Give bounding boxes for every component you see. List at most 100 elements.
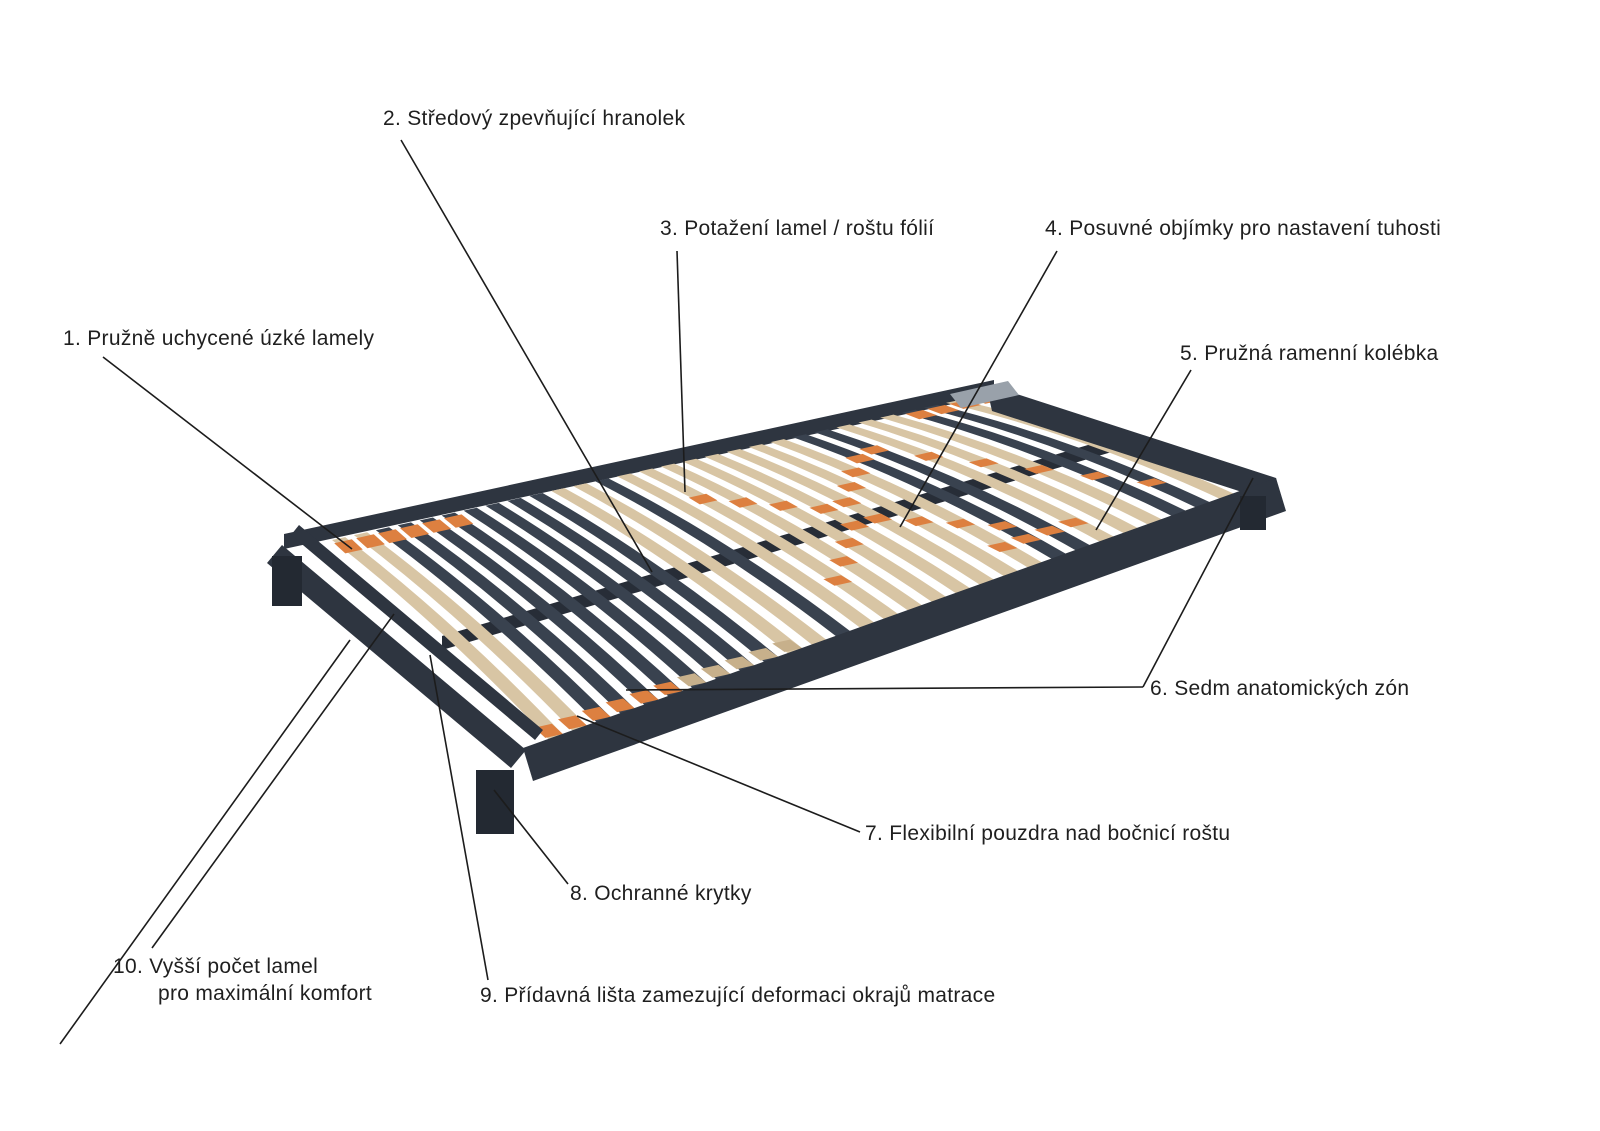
leader-line-2 bbox=[400, 139, 653, 573]
label-3: 3. Potažení lamel / roštu fólií bbox=[660, 217, 935, 240]
slat-end-clip bbox=[581, 706, 611, 721]
slat bbox=[397, 522, 640, 718]
slat-end-clip bbox=[927, 405, 959, 415]
slat bbox=[353, 532, 592, 736]
firmness-slider bbox=[945, 518, 975, 529]
slat bbox=[924, 404, 1215, 510]
label-2: 2. Středový zpevňující hranolek bbox=[383, 107, 686, 130]
label-10-line1: 10. Vyšší počet lamel bbox=[113, 955, 319, 978]
leader-line-4 bbox=[899, 250, 1058, 528]
slat-end-clip bbox=[558, 715, 587, 730]
shoulder-cradle-clip bbox=[1010, 533, 1042, 544]
label-1: 1. Pružně uchycené úzké lamely bbox=[63, 327, 375, 350]
slat bbox=[419, 517, 664, 710]
slat-end-clip bbox=[534, 723, 563, 738]
slat bbox=[726, 448, 999, 588]
firmness-slider bbox=[841, 467, 871, 478]
shoulder-cradle-clip bbox=[1034, 525, 1065, 536]
slat bbox=[507, 497, 759, 675]
slat bbox=[748, 444, 1023, 579]
firmness-slider bbox=[968, 458, 999, 468]
slat-end-clip bbox=[724, 656, 755, 670]
slat bbox=[375, 527, 616, 727]
slat bbox=[902, 409, 1191, 519]
left-end-rail bbox=[267, 545, 526, 768]
label-9: 9. Přídavná lišta zamezující deformaci o… bbox=[480, 984, 996, 1007]
slat bbox=[946, 399, 1239, 501]
slat-end-clip bbox=[653, 681, 683, 695]
leg bbox=[476, 770, 514, 834]
leader-line-8 bbox=[493, 789, 569, 885]
slat bbox=[529, 493, 783, 666]
firmness-slider bbox=[836, 482, 866, 492]
slat bbox=[551, 488, 807, 658]
slat-end-clip bbox=[444, 514, 474, 528]
edge-support-batten bbox=[291, 525, 543, 740]
label-10: 10. Vyšší počet lamel pro maximální komf… bbox=[113, 953, 372, 1007]
firmness-slider bbox=[829, 556, 858, 567]
firmness-slider bbox=[768, 500, 798, 511]
firmness-slider bbox=[823, 575, 853, 586]
corner-cap bbox=[950, 381, 1019, 408]
firmness-slider bbox=[728, 497, 758, 508]
slat-end-clip bbox=[400, 524, 430, 538]
right-end-rail bbox=[986, 384, 1282, 505]
firmness-slider bbox=[1080, 471, 1110, 481]
slat-end-clip bbox=[677, 673, 707, 687]
slat-end-clip bbox=[605, 698, 635, 713]
slat bbox=[704, 453, 975, 597]
slat-end-clip bbox=[905, 410, 937, 420]
label-4: 4. Posuvné objímky pro nastavení tuhosti bbox=[1045, 217, 1442, 240]
slat-end-clip bbox=[629, 690, 659, 704]
slat-end-clip bbox=[700, 664, 731, 678]
leader-line-10a bbox=[151, 613, 395, 949]
slat-end-clip bbox=[748, 648, 779, 661]
back-rail bbox=[284, 380, 994, 549]
leader-lines bbox=[59, 139, 1254, 1045]
label-7: 7. Flexibilní pouzdra nad bočnicí roštu bbox=[865, 822, 1231, 845]
slat-end-clip bbox=[356, 534, 385, 549]
slat bbox=[858, 419, 1143, 536]
slat bbox=[770, 439, 1047, 571]
slat bbox=[573, 483, 831, 649]
shoulder-cradle-clip bbox=[1058, 517, 1089, 528]
slat bbox=[617, 473, 879, 632]
slat bbox=[485, 502, 735, 684]
leader-line-7 bbox=[576, 715, 861, 833]
slat-end-clip bbox=[378, 529, 407, 544]
slat bbox=[463, 507, 711, 692]
slat-end-clip bbox=[772, 639, 803, 652]
bed-frame-illustration bbox=[267, 380, 1286, 834]
label-10-line2: pro maximální komfort bbox=[158, 982, 373, 1005]
firmness-slider bbox=[834, 537, 864, 549]
label-5: 5. Pružná ramenní kolébka bbox=[1180, 342, 1439, 365]
leader-line-5 bbox=[1095, 369, 1192, 531]
firmness-slider bbox=[904, 516, 934, 527]
label-8: 8. Ochranné krytky bbox=[570, 882, 752, 905]
slat bbox=[332, 537, 568, 744]
label-6: 6. Sedm anatomických zón bbox=[1150, 677, 1410, 700]
leader-line-9 bbox=[429, 654, 489, 981]
slat bbox=[441, 512, 688, 701]
slat-end-clip bbox=[422, 519, 452, 533]
leader-line-6b bbox=[1142, 477, 1254, 688]
front-side-rail bbox=[523, 478, 1286, 781]
firmness-slider bbox=[840, 520, 870, 531]
firmness-slider bbox=[688, 493, 718, 505]
slat bbox=[836, 424, 1119, 545]
leader-line-10b bbox=[59, 639, 351, 1045]
slat bbox=[880, 414, 1167, 527]
leg bbox=[1240, 496, 1266, 530]
shoulder-cradle-clip bbox=[987, 541, 1018, 552]
slat bbox=[660, 463, 927, 614]
firmness-slider bbox=[987, 521, 1017, 531]
leg bbox=[272, 556, 302, 606]
firmness-slider bbox=[914, 451, 944, 461]
slat bbox=[814, 429, 1095, 553]
firmness-slider bbox=[1024, 465, 1054, 474]
slat bbox=[595, 478, 855, 640]
leader-line-6a bbox=[625, 686, 1144, 691]
firmness-slider bbox=[1136, 478, 1167, 487]
